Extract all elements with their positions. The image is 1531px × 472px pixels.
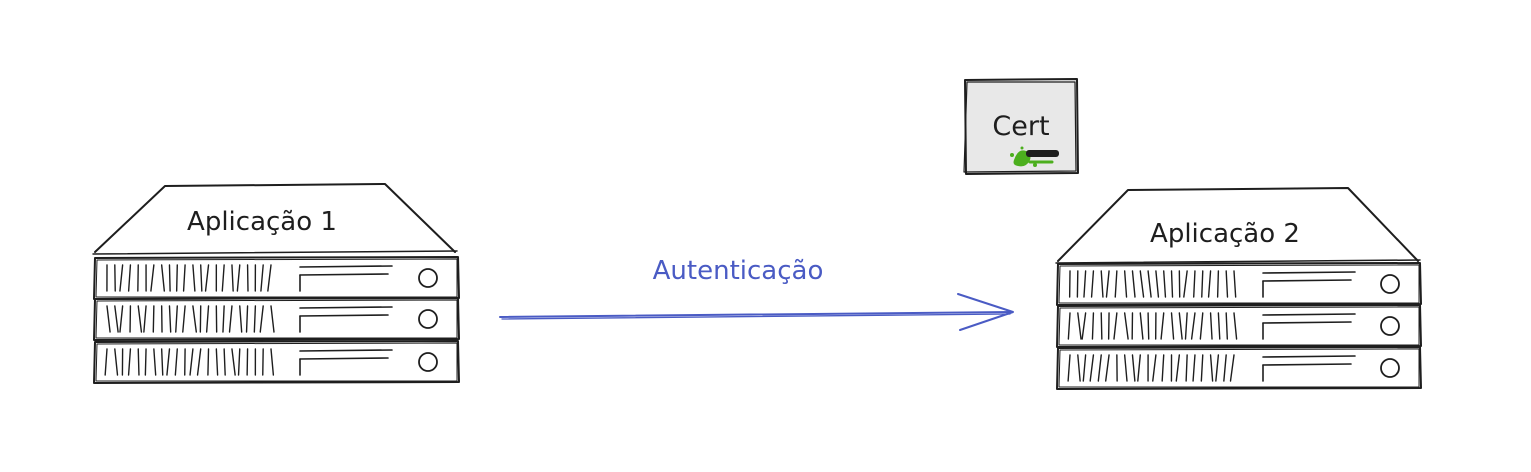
authentication-arrow: Autenticação [499,256,1014,331]
power-button-icon [418,352,438,372]
server-unit [93,340,460,384]
server-app2-top [1057,187,1419,262]
certificate-node: Cert [963,78,1079,175]
server-unit [93,256,460,300]
power-button-icon [1380,358,1400,378]
power-button-icon [1380,316,1400,336]
server-unit [1056,346,1422,390]
certificate-label: Cert [992,111,1049,142]
power-button-icon [418,268,438,288]
server-app2-label: Aplicação 2 [1150,219,1300,249]
server-unit [93,297,460,341]
server-app1: Aplicação 1 [92,183,460,384]
server-unit [1056,304,1422,348]
server-app1-top [94,183,456,253]
edge-label-autenticacao: Autenticação [653,256,824,286]
server-app2: Aplicação 2 [1055,187,1422,390]
power-button-icon [418,309,438,329]
server-app1-units [93,256,460,384]
arrow-head-icon [957,293,1014,331]
server-unit [1056,262,1422,306]
server-app2-units [1056,262,1422,390]
server-app1-label: Aplicação 1 [187,207,337,237]
power-button-icon [1380,274,1400,294]
certificate-key-icon [1010,146,1059,167]
certificate-box [964,78,1079,175]
